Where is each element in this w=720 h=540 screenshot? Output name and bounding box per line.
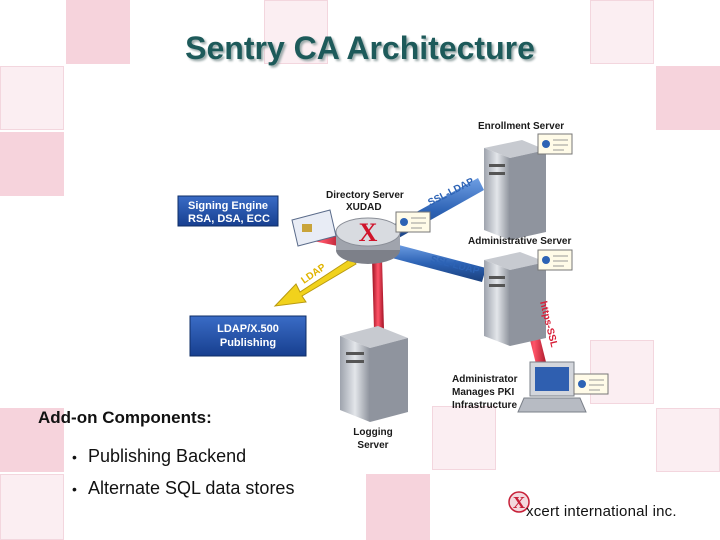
list-item: • Alternate SQL data stores [72,478,294,499]
ldap-arrow [273,257,357,307]
certificate-icon [537,133,573,155]
bg-tile [66,0,130,64]
bg-tile [0,66,64,130]
list-item-text: Publishing Backend [88,446,247,466]
logging-server-label-1: Logging [353,427,392,438]
directory-server-label-2: XUDAD [346,202,382,213]
bg-tile [432,406,496,470]
signing-engine-label-2: RSA, DSA, ECC [188,213,270,225]
smart-card-icon [291,209,337,247]
signing-engine-label-1: Signing Engine [188,200,268,212]
signing-engine-box [177,195,279,227]
list-item: • Publishing Backend [72,446,294,467]
bg-tile [366,474,430,540]
bullet-icon: • [72,481,77,497]
administrative-server-tower [484,252,546,346]
certificate-icon [395,211,431,233]
bg-tile [656,66,720,130]
administrator-label-2: Manages PKI [452,387,514,398]
logo-letter: X [513,493,526,512]
router-x-icon: X [359,218,378,247]
addons-list: • Publishing Backend • Alternate SQL data … [72,446,294,510]
list-item-text: Alternate SQL data stores [88,478,295,498]
bg-tile [0,132,64,196]
directory-router [335,217,401,264]
certificate-icon [537,249,573,271]
directory-server-label-1: Directory Server [326,190,404,201]
administrative-server-label: Administrative Server [468,236,571,247]
bg-tile [264,0,328,64]
ldap-publishing-box [189,315,307,357]
bullet-icon: • [72,449,77,465]
bg-tile [590,0,654,64]
slide-title: Sentry CA Architecture [185,30,535,66]
brand-name: xcert international inc. [526,503,677,520]
bg-tile [656,408,720,472]
enrollment-server-tower [484,140,546,240]
enrollment-server-label: Enrollment Server [478,121,564,132]
ldap-publishing-label-1: LDAP/X.500 [217,323,279,335]
xcert-logo-icon: X [508,491,530,513]
link-directory-administrative [392,244,486,282]
administrator-workstation [517,361,587,413]
logging-server-label-2: Server [357,440,388,451]
ldap-publishing-label-2: Publishing [220,337,276,349]
logging-server-tower [340,326,408,422]
link-directory-logging [372,258,384,330]
certificate-icon [573,373,609,395]
addons-heading: Add-on Components: [38,408,212,427]
administrator-label-1: Administrator [452,374,518,385]
bg-tile [0,408,64,472]
administrator-label-3: Infrastructure [452,400,517,411]
